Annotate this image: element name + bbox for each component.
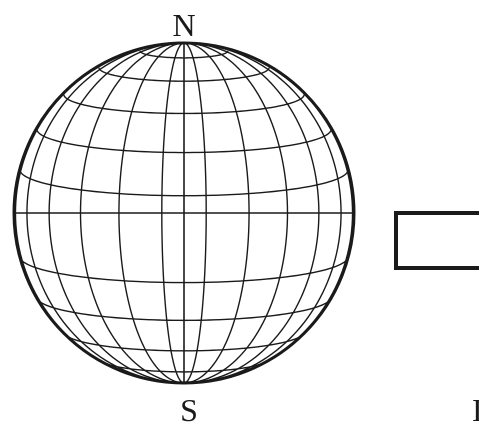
north-pole-label: N — [172, 7, 195, 43]
answer-box-outline — [394, 211, 479, 270]
cut-off-label: I — [472, 392, 479, 428]
south-pole-label: S — [180, 392, 198, 428]
